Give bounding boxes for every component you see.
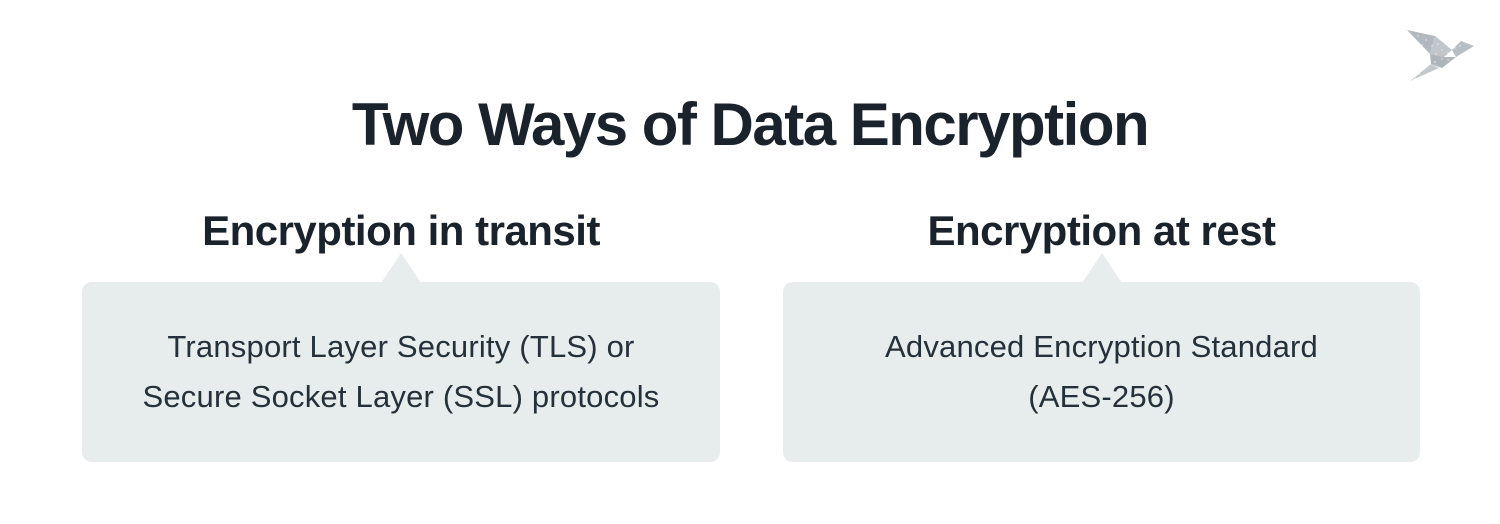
callout-pointer-up-icon <box>1081 253 1122 283</box>
callout-text-line: Advanced Encryption Standard <box>885 329 1318 364</box>
column-encryption-in-transit: Encryption in transit Transport Layer Se… <box>82 172 720 462</box>
callout-box-in-transit: Transport Layer Security (TLS) or Secure… <box>82 253 720 462</box>
callout-text-line: Transport Layer Security (TLS) or <box>167 329 635 364</box>
column-heading-in-transit: Encryption in transit <box>202 206 600 254</box>
callout-text-line: Secure Socket Layer (SSL) protocols <box>142 379 660 414</box>
callout-text-line: (AES-256) <box>1028 379 1175 414</box>
callout-box-at-rest: Advanced Encryption Standard (AES-256) <box>783 253 1420 462</box>
column-heading-at-rest: Encryption at rest <box>927 206 1276 254</box>
callout-pointer-up-icon <box>381 253 421 283</box>
column-encryption-at-rest: Encryption at rest Advanced Encryption S… <box>783 172 1420 462</box>
page-title: Two Ways of Data Encryption <box>351 91 1150 159</box>
origami-bird-icon <box>1407 30 1474 81</box>
